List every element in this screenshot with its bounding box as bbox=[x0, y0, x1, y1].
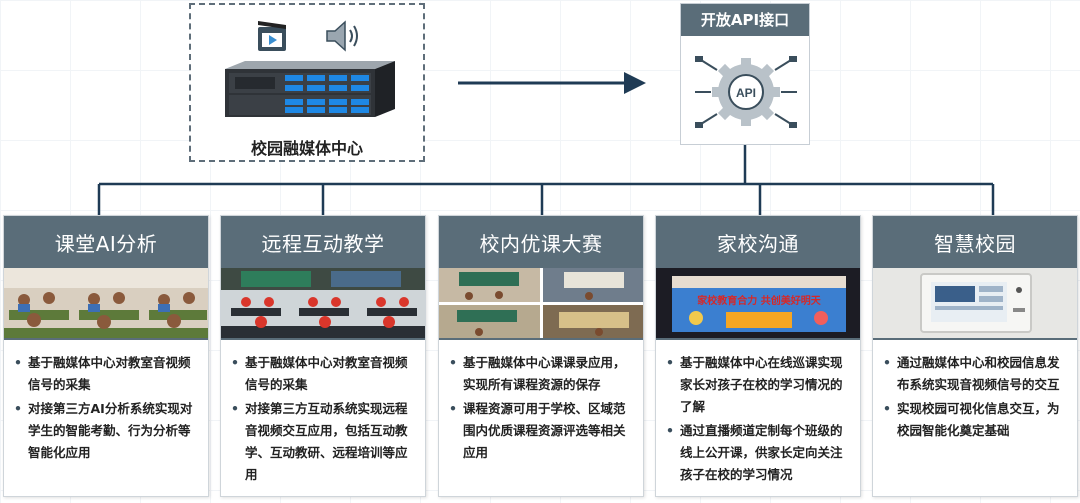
bullet-item: 基于融媒体中心对教室音视频信号的采集 bbox=[229, 352, 417, 396]
card-title: 家校沟通 bbox=[656, 216, 860, 268]
center-label: 校园融媒体中心 bbox=[250, 139, 363, 158]
remote-class-photo bbox=[221, 268, 425, 338]
flow-arrow bbox=[458, 72, 646, 94]
bullet-item: 基于融媒体中心在线巡课实现家长对孩子在校的学习情况的了解 bbox=[664, 352, 852, 418]
card-bullets: 基于融媒体中心对教室音视频信号的采集 对接第三方AI分析系统实现对学生的智能考勤… bbox=[4, 338, 208, 464]
card-remote-teaching: 远程互动教学 基于融媒体中心对教室音视频信号的采集 对接第三方互动系统实现远程音… bbox=[220, 215, 426, 497]
bullet-item: 对接第三方AI分析系统实现对学生的智能考勤、行为分析等智能化应用 bbox=[12, 398, 200, 464]
card-home-school: 家校沟通 家校教育合力 共创美好明天 基于融媒体中心在线巡课实现家长对孩子在校的… bbox=[655, 215, 861, 497]
card-course-contest: 校内优课大赛 基于融媒体中心课课录应用，实现所有课程资源的保存 课程资源可用于学… bbox=[438, 215, 644, 497]
speaker-icon bbox=[326, 20, 358, 52]
api-title: 开放API接口 bbox=[681, 4, 809, 36]
bullet-item: 对接第三方互动系统实现远程音视频交互应用，包括互动教学、互动教研、远程培训等应用 bbox=[229, 398, 417, 486]
card-title: 课堂AI分析 bbox=[4, 216, 208, 268]
card-title: 远程互动教学 bbox=[221, 216, 425, 268]
card-bullets: 通过融媒体中心和校园信息发布系统实现音视频信号的交互 实现校园可视化信息交互，为… bbox=[873, 338, 1077, 442]
contest-photo-collage bbox=[439, 268, 643, 338]
smart-campus-photo bbox=[873, 268, 1077, 338]
card-classroom-ai: 课堂AI分析 基于融媒体中心对教室音视频信号的采集 对接第三方AI分析系 bbox=[3, 215, 209, 497]
api-icon-text: API bbox=[736, 86, 756, 100]
home-school-photo: 家校教育合力 共创美好明天 bbox=[656, 268, 860, 338]
open-api-box: 开放API接口 API bbox=[680, 3, 810, 145]
api-gear-icon: API bbox=[695, 56, 797, 128]
bullet-item: 通过直播频道定制每个班级的线上公开课，供家长定向关注孩子在校的学习情况 bbox=[664, 420, 852, 486]
card-bullets: 基于融媒体中心在线巡课实现家长对孩子在校的学习情况的了解 通过直播频道定制每个班… bbox=[656, 338, 860, 486]
server-rack-icon bbox=[225, 61, 395, 117]
card-bullets: 基于融媒体中心对教室音视频信号的采集 对接第三方互动系统实现远程音视频交互应用，… bbox=[221, 338, 425, 486]
bullet-item: 基于融媒体中心课课录应用，实现所有课程资源的保存 bbox=[447, 352, 635, 396]
classroom-photo bbox=[4, 268, 208, 338]
bullet-item: 课程资源可用于学校、区域范围内优质课程资源评选等相关应用 bbox=[447, 398, 635, 464]
bullet-item: 基于融媒体中心对教室音视频信号的采集 bbox=[12, 352, 200, 396]
banner-text: 家校教育合力 共创美好明天 bbox=[697, 294, 821, 307]
bullet-item: 实现校园可视化信息交互，为校园智能化奠定基础 bbox=[881, 398, 1069, 442]
card-bullets: 基于融媒体中心课课录应用，实现所有课程资源的保存 课程资源可用于学校、区域范围内… bbox=[439, 338, 643, 464]
video-clapper-icon bbox=[258, 21, 286, 51]
card-title: 校内优课大赛 bbox=[439, 216, 643, 268]
bullet-item: 通过融媒体中心和校园信息发布系统实现音视频信号的交互 bbox=[881, 352, 1069, 396]
media-center-box: 校园融媒体中心 bbox=[189, 3, 425, 162]
card-title: 智慧校园 bbox=[873, 216, 1077, 268]
card-smart-campus: 智慧校园 通过融媒体中心和校园信息发布系统实现音视频信号的交互 实现校园可视化信… bbox=[872, 215, 1078, 497]
